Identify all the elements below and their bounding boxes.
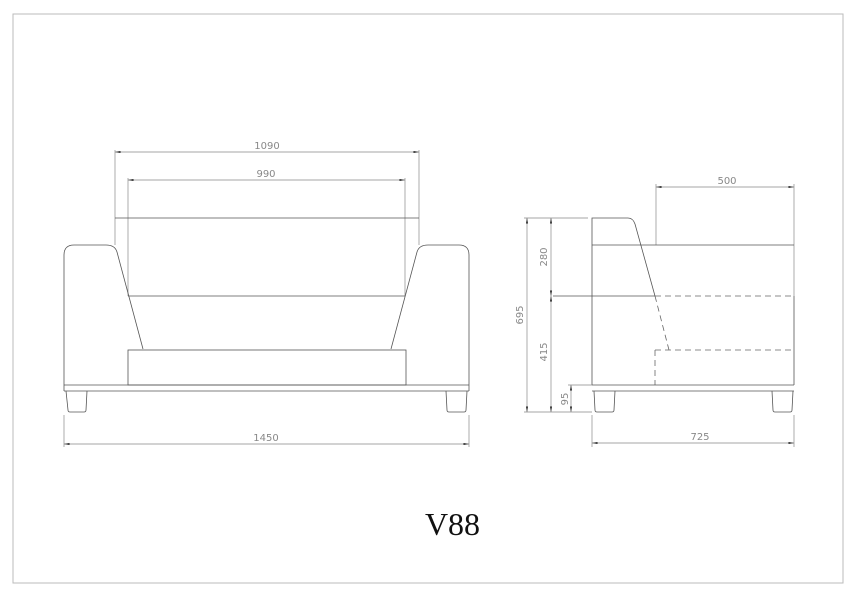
dim-500: 500 <box>717 176 736 187</box>
side-front-leg <box>593 390 616 413</box>
dim-1090: 1090 <box>254 141 279 152</box>
front-right-leg <box>445 390 468 413</box>
dim-1450: 1450 <box>253 433 278 444</box>
seat-cushion <box>127 349 407 386</box>
side-view: 500 695 280 415 95 725 <box>515 176 795 447</box>
side-back <box>591 217 656 385</box>
right-arm <box>390 244 470 385</box>
side-back-leg <box>771 390 794 413</box>
drawing-frame <box>12 13 844 584</box>
dim-415: 415 <box>539 342 550 361</box>
dim-725: 725 <box>690 432 709 443</box>
model-title: V88 <box>424 506 481 542</box>
dim-990: 990 <box>256 169 275 180</box>
left-arm <box>63 244 144 385</box>
dim-280: 280 <box>539 247 550 266</box>
front-left-leg <box>65 390 88 413</box>
front-view: 1090 990 1450 <box>63 141 470 447</box>
dim-695: 695 <box>515 305 526 324</box>
dim-95: 95 <box>560 393 571 406</box>
